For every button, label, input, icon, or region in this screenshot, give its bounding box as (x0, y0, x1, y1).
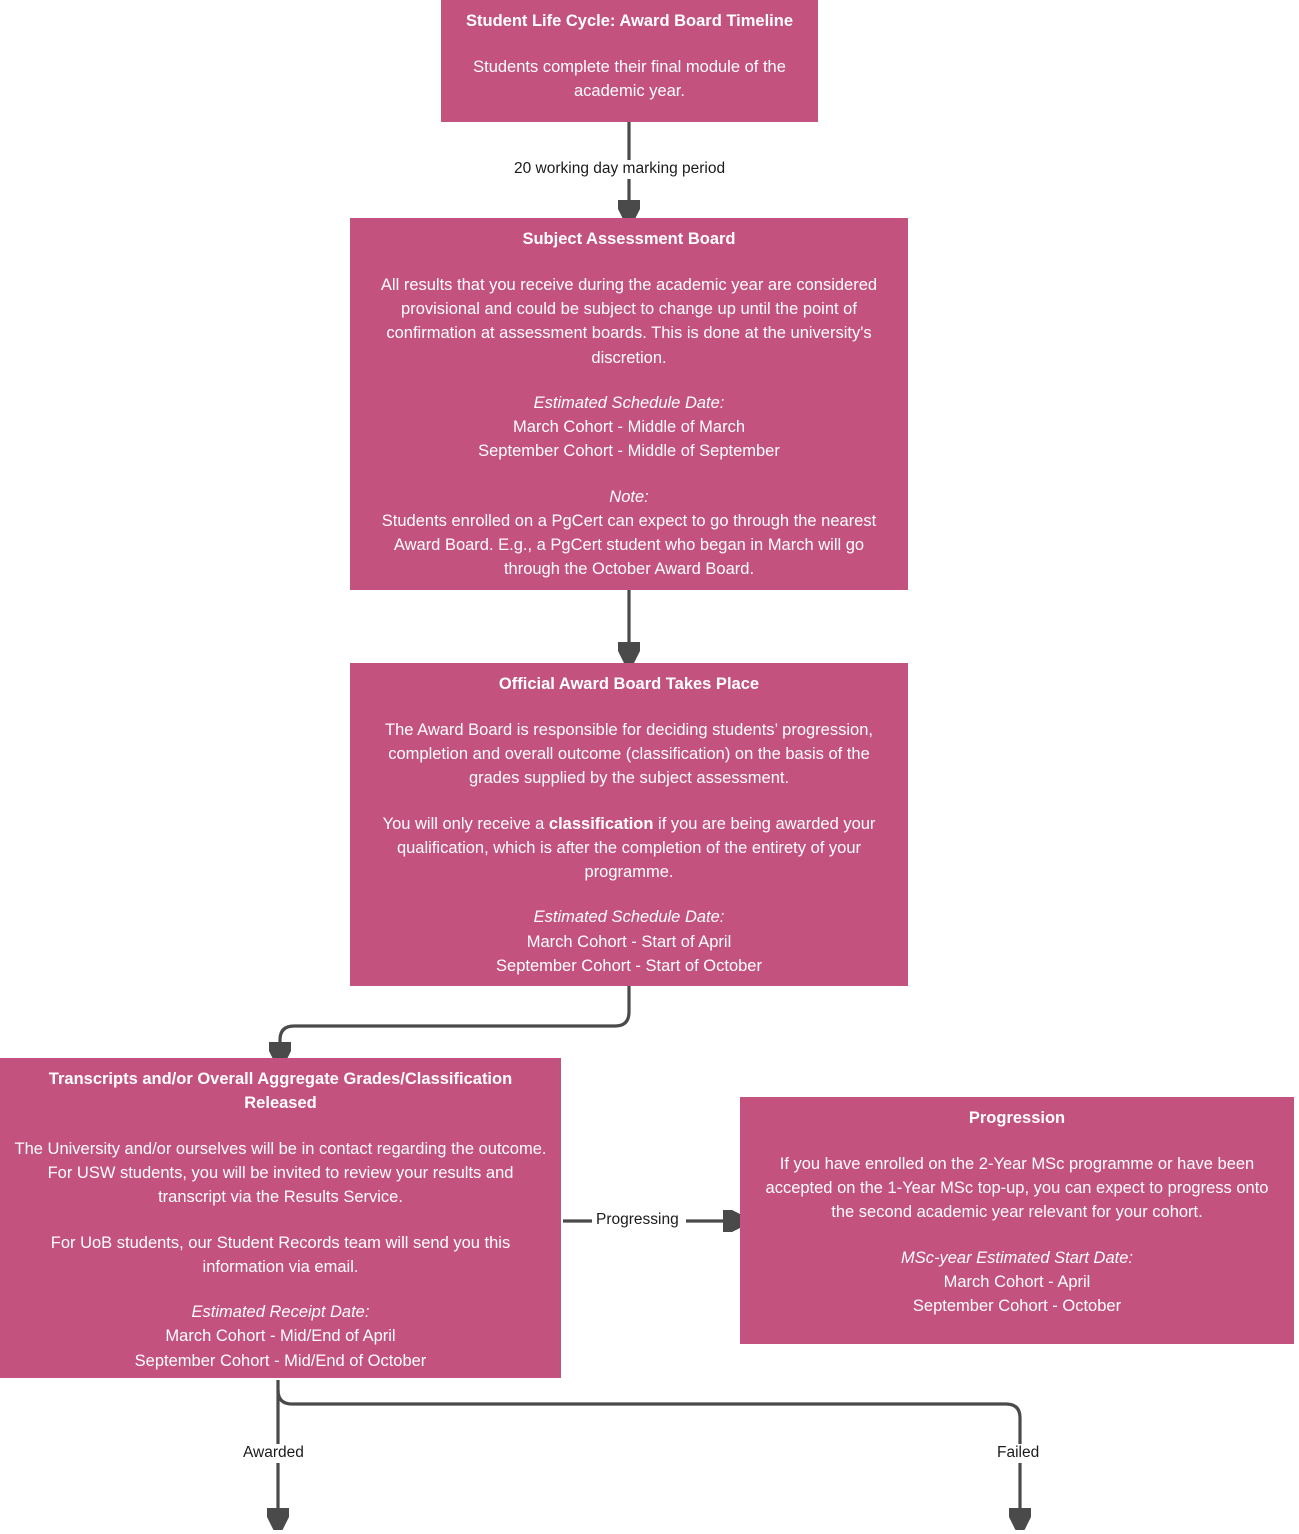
start-date-line-september: September Cohort - October (912, 1297, 1122, 1316)
node-official-award-board[interactable]: Official Award Board Takes Place The Awa… (350, 663, 908, 986)
schedule-heading: Estimated Schedule Date: (533, 908, 725, 927)
connector-transcripts-to-failed (276, 1389, 1020, 1518)
node-body-2: You will only receive a classification i… (364, 812, 894, 885)
schedule-line-march: March Cohort - Start of April (526, 932, 732, 951)
node-title: Progression (968, 1109, 1066, 1127)
note-body: Students enrolled on a PgCert can expect… (381, 511, 877, 579)
node-body: Students complete their final module of … (473, 57, 786, 101)
receipt-heading: Estimated Receipt Date: (191, 1303, 370, 1322)
node-student-life-cycle-start[interactable]: Student Life Cycle: Award Board Timeline… (441, 0, 818, 122)
schedule-line-september: September Cohort - Start of October (496, 956, 762, 975)
node-body: All results that you receive during the … (380, 275, 878, 367)
node-progression[interactable]: Progression If you have enrolled on the … (740, 1097, 1294, 1344)
body-2-post: if you are being awarded your qualificat… (396, 814, 876, 882)
connector-award-board-to-transcripts (280, 986, 631, 1052)
schedule-line-march: March Cohort - Middle of March (513, 418, 745, 437)
start-date-line-march: March Cohort - April (943, 1272, 1091, 1291)
node-body-1: The Award Board is responsible for decid… (385, 720, 873, 788)
node-body-1: The University and/or ourselves will be … (14, 1139, 547, 1207)
schedule-heading: Estimated Schedule Date: (533, 393, 725, 412)
body-2-bold-classification: classification (548, 814, 654, 833)
edge-label-awarded: Awarded (239, 1444, 308, 1463)
node-title: Subject Assessment Board (522, 230, 736, 248)
node-receipt-block: Estimated Receipt Date: March Cohort - M… (14, 1300, 547, 1373)
node-title: Student Life Cycle: Award Board Timeline (465, 12, 793, 30)
node-body-2: For UoB students, our Student Records te… (50, 1233, 511, 1276)
node-schedule-block: Estimated Schedule Date: March Cohort - … (364, 905, 894, 978)
receipt-line-september: September Cohort - Mid/End of October (134, 1351, 427, 1370)
node-body: If you have enrolled on the 2-Year MSc p… (765, 1154, 1269, 1222)
edge-label-progressing: Progressing (592, 1211, 683, 1230)
start-date-heading: MSc-year Estimated Start Date: (901, 1248, 1133, 1267)
node-title: Transcripts and/or Overall Aggregate Gra… (48, 1070, 513, 1112)
edge-label-failed: Failed (993, 1444, 1044, 1463)
node-note-block: Note: Students enrolled on a PgCert can … (364, 485, 894, 582)
node-start-date-block: MSc-year Estimated Start Date: March Coh… (754, 1246, 1280, 1319)
node-title: Official Award Board Takes Place (498, 675, 760, 693)
edge-label-marking-period: 20 working day marking period (510, 160, 730, 179)
body-2-pre: You will only receive a (382, 814, 549, 833)
node-subject-assessment-board[interactable]: Subject Assessment Board All results tha… (350, 218, 908, 590)
receipt-line-march: March Cohort - Mid/End of April (165, 1327, 396, 1346)
schedule-line-september: September Cohort - Middle of September (478, 442, 780, 461)
node-schedule-block: Estimated Schedule Date: March Cohort - … (364, 391, 894, 464)
node-transcripts-released[interactable]: Transcripts and/or Overall Aggregate Gra… (0, 1058, 561, 1378)
note-heading: Note: (609, 487, 649, 506)
